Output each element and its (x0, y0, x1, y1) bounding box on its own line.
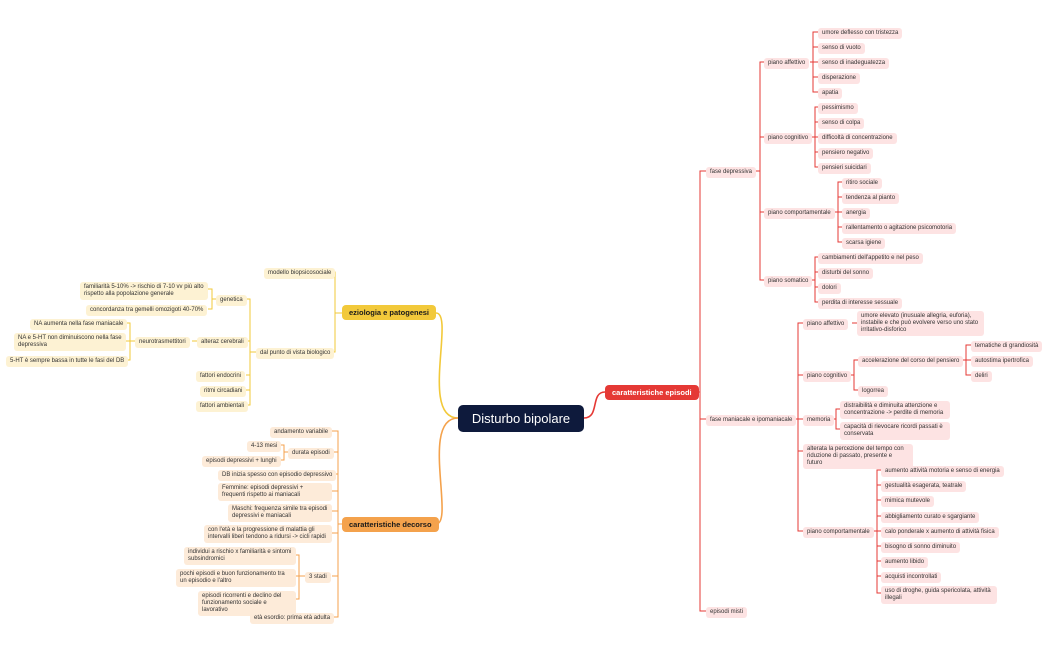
topic-caratteristiche-episodi[interactable]: caratteristiche episodi (605, 385, 699, 400)
percezione-tempo[interactable]: alterata la percezione del tempo con rid… (803, 444, 913, 469)
list-item[interactable]: Femmine: episodi depressivi + frequenti … (218, 483, 332, 501)
list-item[interactable]: episodi depressivi + lunghi (202, 456, 281, 467)
list-item[interactable]: capacità di rievocare ricordi passati è … (840, 422, 950, 440)
alteraz-cerebrali[interactable]: alteraz cerebrali (197, 337, 248, 348)
dep-piano-cognitivo[interactable]: piano cognitivo (764, 133, 813, 144)
man-piano-affettivo[interactable]: piano affettivo (803, 319, 849, 330)
list-item[interactable]: difficoltà di concentrazione (818, 133, 897, 144)
dep-piano-affettivo[interactable]: piano affettivo (764, 58, 810, 69)
list-item[interactable]: DB inizia spesso con episodio depressivo (218, 470, 337, 481)
list-item[interactable]: perdita di interesse sessuale (818, 298, 903, 309)
list-item[interactable]: 4-13 mesi (247, 441, 282, 452)
list-item[interactable]: bisogno di sonno diminuito (881, 542, 961, 553)
list-item[interactable]: scarsa igiene (842, 238, 886, 249)
list-item[interactable]: gestualità esagerata, teatrale (881, 481, 967, 492)
memoria[interactable]: memoria (803, 415, 835, 426)
list-item[interactable]: NA aumenta nella fase maniacale (30, 319, 128, 330)
genetica[interactable]: genetica (216, 295, 247, 306)
list-item[interactable]: mimica mutevole (881, 496, 935, 507)
list-item[interactable]: acquisti incontrollati (881, 572, 942, 583)
andamento-variabile[interactable]: andamento variabile (270, 427, 333, 438)
list-item[interactable]: Maschi: frequenza simile tra episodi dep… (228, 504, 332, 522)
dep-piano-somatico[interactable]: piano somatico (764, 276, 813, 287)
list-item[interactable]: aumento libido (881, 557, 929, 568)
list-item[interactable]: calo ponderale x aumento di attività fis… (881, 527, 999, 538)
list-item[interactable]: distraibilità e diminuita attenzione e c… (840, 401, 950, 419)
punto-vista-biologico[interactable]: dal punto di vista biologico (256, 348, 335, 359)
list-item[interactable]: disturbi del sonno (818, 268, 874, 279)
list-item[interactable]: concordanza tra gemelli omozigoti 40-70% (86, 305, 208, 316)
list-item[interactable]: senso di colpa (818, 118, 865, 129)
list-item[interactable]: senso di vuoto (818, 43, 865, 54)
logorrea[interactable]: logorrea (858, 386, 889, 397)
tre-stadi[interactable]: 3 stadi (305, 572, 331, 583)
list-item[interactable]: con l'età e la progressione di malattia … (204, 525, 332, 543)
list-item[interactable]: episodi ricorrenti e declino del funzion… (198, 591, 296, 616)
root-topic[interactable]: Disturbo bipolare (458, 405, 584, 432)
list-item[interactable]: pensiero negativo (818, 148, 874, 159)
list-item[interactable]: 5-HT è sempre bassa in tutte le fasi del… (6, 356, 129, 367)
list-item[interactable]: aumento attività motoria e senso di ener… (881, 466, 1004, 477)
eta-esordio[interactable]: età esordio: prima età adulta (250, 613, 335, 624)
list-item[interactable]: deliri (971, 371, 992, 382)
list-item[interactable]: NA e 5-HT non diminuiscono nella fase de… (14, 333, 126, 351)
list-item[interactable]: umore deflesso con tristezza (818, 28, 903, 39)
list-item[interactable]: anergia (842, 208, 871, 219)
durata-episodi[interactable]: durata episodi (288, 448, 334, 459)
list-item[interactable]: dolori (818, 283, 841, 294)
list-item[interactable]: tematiche di grandiosità (971, 341, 1043, 352)
list-item[interactable]: uso di droghe, guida spericolata, attivi… (881, 586, 997, 604)
fase-depressiva[interactable]: fase depressiva (706, 167, 757, 178)
topic-eziologia[interactable]: eziologia e patogenesi (342, 305, 437, 320)
topic-decorso[interactable]: caratteristiche decorso (342, 517, 439, 532)
episodi-misti[interactable]: episodi misti (706, 607, 748, 618)
accelerazione-pensiero[interactable]: accelerazione del corso del pensiero (858, 356, 964, 367)
man-piano-comportamentale[interactable]: piano comportamentale (803, 527, 874, 538)
list-item[interactable]: pensieri suicidari (818, 163, 871, 174)
list-item[interactable]: rallentamento o agitazione psicomotoria (842, 223, 957, 234)
modello-biopsicosociale[interactable]: modello biopsicosociale (264, 268, 336, 279)
list-item[interactable]: autostima ipertrofica (971, 356, 1034, 367)
fattori-endocrini[interactable]: fattori endocrini (196, 371, 246, 382)
dep-piano-comportamentale[interactable]: piano comportamentale (764, 208, 835, 219)
list-item[interactable]: ritiro sociale (842, 178, 883, 189)
list-item[interactable]: pochi episodi e buon funzionamento tra u… (176, 569, 296, 587)
neurotrasmettitori[interactable]: neurotrasmettitori (135, 337, 190, 348)
fattori-ambientali[interactable]: fattori ambientali (196, 401, 249, 412)
list-item[interactable]: abbigliamento curato e sgargiante (881, 512, 980, 523)
list-item[interactable]: cambiamenti dell'appetito e nel peso (818, 253, 923, 264)
list-item[interactable]: senso di inadeguatezza (818, 58, 890, 69)
list-item[interactable]: apatia (818, 88, 843, 99)
fase-maniacale[interactable]: fase maniacale e ipomaniacale (706, 415, 797, 426)
list-item[interactable]: pessimismo (818, 103, 858, 114)
list-item[interactable]: tendenza al pianto (842, 193, 900, 204)
list-item[interactable]: individui a rischio x familiarità e sint… (184, 547, 296, 565)
ritmi-circadiani[interactable]: ritmi circadiani (200, 386, 247, 397)
list-item[interactable]: umore elevato (inusuale allegria, eufori… (857, 311, 984, 336)
list-item[interactable]: familiarità 5-10% -> rischio di 7-10 vv … (80, 282, 208, 300)
list-item[interactable]: disperazione (818, 73, 861, 84)
man-piano-cognitivo[interactable]: piano cognitivo (803, 371, 852, 382)
